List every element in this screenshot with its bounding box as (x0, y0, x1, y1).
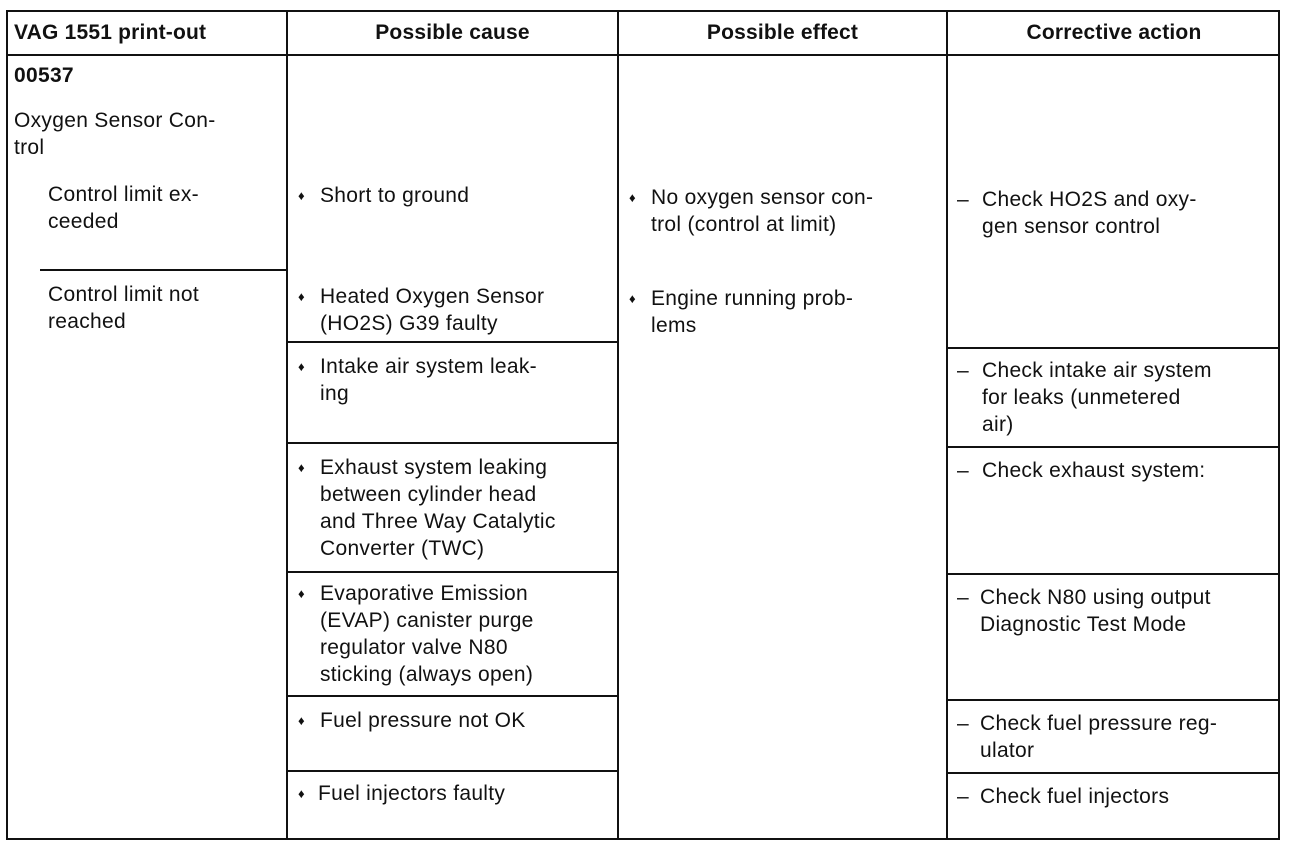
action-line: Check fuel pressure reg- (980, 712, 1218, 735)
bullet-icon: ♦ (298, 460, 305, 475)
bullet-icon: ♦ (298, 359, 305, 374)
action-line: Check fuel injectors (980, 785, 1170, 808)
action-line: Check N80 using output (980, 586, 1211, 609)
cause-row-divider (286, 341, 617, 343)
action-line: Check HO2S and oxy- (982, 188, 1197, 211)
action-line: air) (982, 413, 1014, 436)
dash-icon: – (957, 785, 969, 808)
header-cause: Possible cause (375, 21, 530, 44)
fault-title-line: Oxygen Sensor Con- (14, 109, 216, 132)
cause-line: (EVAP) canister purge (320, 609, 534, 632)
header-action: Corrective action (1026, 21, 1202, 44)
action-row-divider (946, 772, 1280, 774)
effect-line: lems (651, 314, 697, 337)
dash-icon: – (957, 188, 969, 211)
dash-icon: – (957, 586, 969, 609)
effect-line: trol (control at limit) (651, 213, 837, 236)
fault-sub-line: reached (48, 310, 126, 333)
cause-row-divider (286, 442, 617, 444)
dash-icon: – (957, 459, 969, 482)
column-divider (946, 10, 948, 840)
bullet-icon: ♦ (298, 188, 305, 203)
fault-sub-line: Control limit not (48, 283, 199, 306)
column-divider (617, 10, 619, 840)
fault-code: 00537 (14, 64, 74, 87)
fault-title-line: trol (14, 136, 45, 159)
cause-line: between cylinder head (320, 483, 537, 506)
cause-line: (HO2S) G39 faulty (320, 312, 498, 335)
action-row-divider (946, 699, 1280, 701)
bullet-icon: ♦ (629, 291, 636, 306)
dash-icon: – (957, 359, 969, 382)
cause-line: Evaporative Emission (320, 582, 528, 605)
action-line: Check exhaust system: (982, 459, 1206, 482)
effect-line: No oxygen sensor con- (651, 186, 874, 209)
action-line: for leaks (unmetered (982, 386, 1181, 409)
header-printout: VAG 1551 print-out (14, 21, 207, 44)
cause-row-divider (286, 571, 617, 573)
cause-line: Fuel pressure not OK (320, 709, 526, 732)
cause-line: ing (320, 382, 349, 405)
action-row-divider (946, 573, 1280, 575)
cause-row-divider (286, 695, 617, 697)
action-line: Check intake air system (982, 359, 1212, 382)
cause-line: and Three Way Catalytic (320, 510, 556, 533)
bullet-icon: ♦ (298, 786, 305, 801)
fault-sub-line: ceeded (48, 210, 119, 233)
action-line: ulator (980, 739, 1035, 762)
action-row-divider (946, 446, 1280, 448)
cause-line: regulator valve N80 (320, 636, 508, 659)
cause-line: Heated Oxygen Sensor (320, 285, 545, 308)
printout-row-divider (40, 269, 286, 271)
action-line: Diagnostic Test Mode (980, 613, 1187, 636)
effect-line: Engine running prob- (651, 287, 854, 310)
header-effect: Possible effect (706, 21, 859, 44)
column-divider (286, 10, 288, 840)
bullet-icon: ♦ (298, 586, 305, 601)
cause-line: Intake air system leak- (320, 355, 537, 378)
action-row-divider (946, 347, 1280, 349)
fault-sub-line: Control limit ex- (48, 183, 199, 206)
bullet-icon: ♦ (629, 190, 636, 205)
cause-row-divider (286, 770, 617, 772)
dash-icon: – (957, 712, 969, 735)
action-line: gen sensor control (982, 215, 1161, 238)
cause-line: Converter (TWC) (320, 537, 485, 560)
bullet-icon: ♦ (298, 289, 305, 304)
cause-line: Fuel injectors faulty (318, 782, 506, 805)
cause-line: Short to ground (320, 184, 470, 207)
cause-line: Exhaust system leaking (320, 456, 548, 479)
header-divider (6, 54, 1280, 56)
bullet-icon: ♦ (298, 713, 305, 728)
table-frame (6, 10, 1280, 840)
cause-line: sticking (always open) (320, 663, 534, 686)
